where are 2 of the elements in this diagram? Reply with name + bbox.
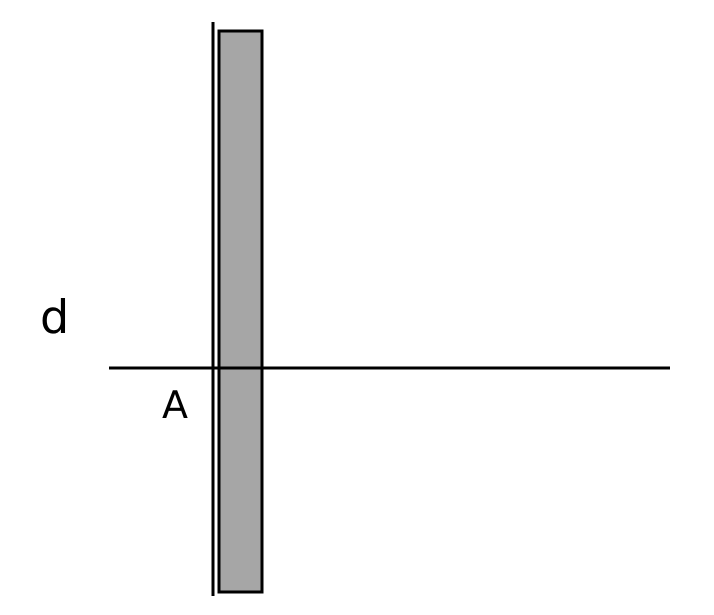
- point-label: A: [162, 386, 188, 424]
- point-label: d: [40, 294, 70, 340]
